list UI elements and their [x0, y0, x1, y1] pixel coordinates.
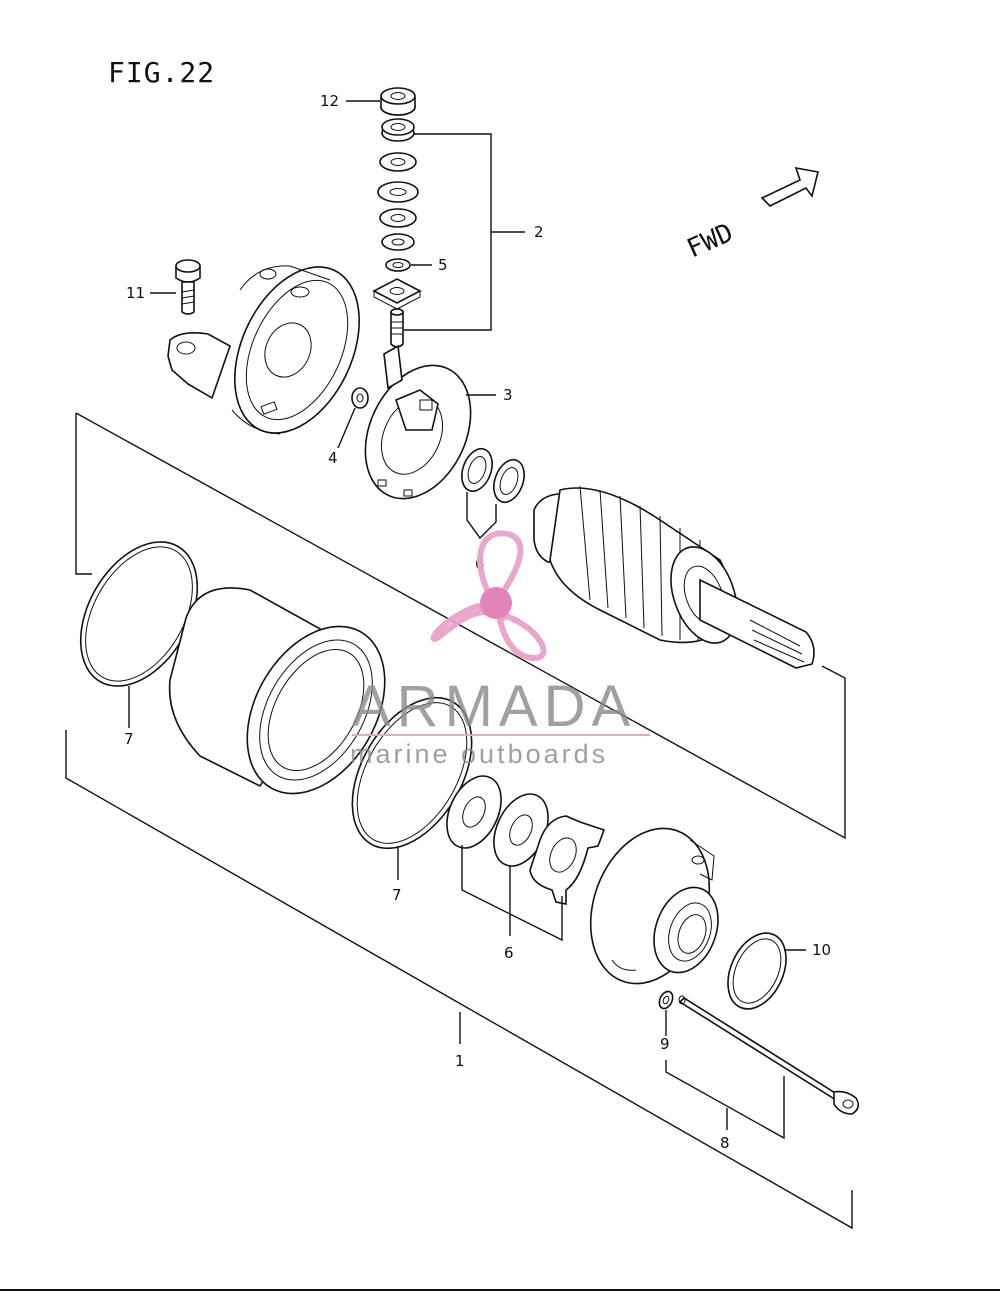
- part-6-washers-lower: [446, 775, 606, 905]
- forward-direction-indicator: FWD: [683, 166, 819, 265]
- part-12-nut: [380, 87, 416, 116]
- callout-12: 12: [320, 92, 339, 110]
- part-3-brush-holder: [364, 344, 472, 500]
- callout-11: 11: [126, 284, 145, 302]
- part-8-through-bolt: [678, 995, 860, 1115]
- part-2-terminal-kit: [372, 118, 422, 348]
- bracket-6-upper: [466, 492, 497, 540]
- callout-4: 4: [328, 449, 338, 467]
- frame-top: [75, 412, 846, 840]
- callout-5: 5: [438, 256, 448, 274]
- callout-7-left: 7: [124, 730, 134, 748]
- callout-8: 8: [720, 1134, 730, 1152]
- end-housing: [167, 265, 360, 435]
- bracket-2: [404, 133, 492, 331]
- bracket-6-lower: [461, 845, 563, 942]
- callout-1: 1: [455, 1052, 465, 1070]
- frame-left-upper: [75, 413, 92, 575]
- callout-7-right: 7: [392, 886, 402, 904]
- callout-10: 10: [812, 941, 831, 959]
- bracket-8: [665, 1060, 785, 1140]
- part-6-washers-upper: [461, 447, 525, 504]
- callout-2: 2: [534, 223, 544, 241]
- fwd-label: FWD: [683, 218, 738, 265]
- frame-bottom: [65, 730, 853, 1230]
- front-bracket: [589, 827, 719, 985]
- watermark-brand: ARMADA: [352, 674, 636, 739]
- part-11-bolt: [175, 259, 201, 315]
- fwd-arrow-icon: [760, 166, 819, 207]
- callout-6-lower: 6: [504, 944, 514, 962]
- armature: [533, 485, 815, 669]
- part-4-screw: [351, 387, 369, 409]
- armada-watermark: ARMADA marine outboards: [350, 530, 650, 769]
- figure-title: FIG.22: [108, 56, 215, 89]
- watermark-tagline: marine outboards: [350, 739, 608, 769]
- callout-9: 9: [660, 1035, 670, 1053]
- part-9-washer: [658, 990, 674, 1010]
- part-10-oring: [727, 932, 787, 1010]
- propeller-logo-icon: [430, 530, 547, 662]
- leader-4: [337, 407, 356, 449]
- callout-3: 3: [503, 386, 513, 404]
